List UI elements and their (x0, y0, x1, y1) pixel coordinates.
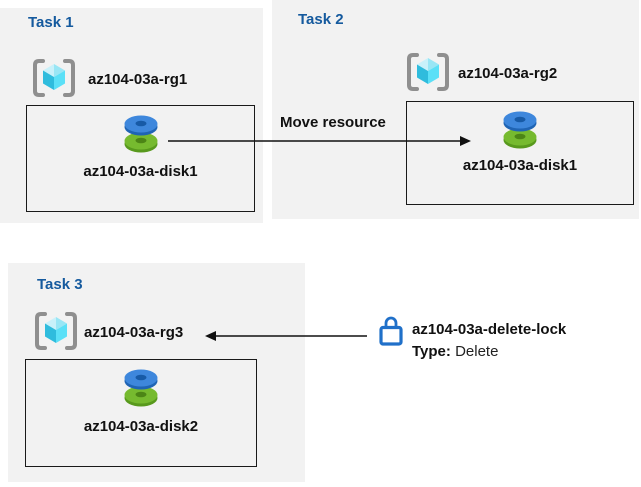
task2-title: Task 2 (298, 11, 344, 28)
task3-title: Task 3 (37, 276, 83, 293)
resource-group-icon (33, 59, 75, 97)
move-resource-arrow (168, 136, 471, 146)
lock-icon (379, 316, 403, 346)
lock-type-value: Delete (455, 343, 499, 360)
task3-panel: Task 3 az104-03a-rg3 az104-03a-disk2 (8, 263, 305, 482)
resource-group-label: az104-03a-rg3 (84, 324, 184, 341)
disk-label: az104-03a-disk1 (83, 163, 198, 180)
disk-label: az104-03a-disk1 (462, 157, 578, 174)
disk-label: az104-03a-disk2 (83, 418, 199, 435)
lock-name-label: az104-03a-delete-lock (412, 321, 567, 338)
task1-panel: Task 1 az104-03a-rg1 az104-03a-disk1 (0, 8, 263, 223)
disk-icon (503, 111, 537, 149)
lock-type-key: Type: (412, 343, 451, 360)
task3-resource-box: az104-03a-disk2 (25, 359, 257, 467)
move-resource-label: Move resource (280, 114, 386, 131)
resource-group-label: az104-03a-rg1 (88, 71, 188, 88)
disk-icon (124, 369, 158, 407)
task1-title: Task 1 (28, 14, 74, 31)
task1-resource-box: az104-03a-disk1 (26, 105, 255, 212)
lock-arrow (205, 331, 367, 341)
resource-group-icon (35, 312, 77, 350)
resource-group-icon (407, 53, 449, 91)
lock-type-line: Type: Delete (412, 343, 498, 360)
resource-group-label: az104-03a-rg2 (458, 65, 558, 82)
task2-resource-box: az104-03a-disk1 (406, 101, 634, 205)
disk-icon (124, 115, 157, 153)
task2-panel: Task 2 az104-03a-rg2 az104-03a-disk1 (272, 0, 639, 219)
